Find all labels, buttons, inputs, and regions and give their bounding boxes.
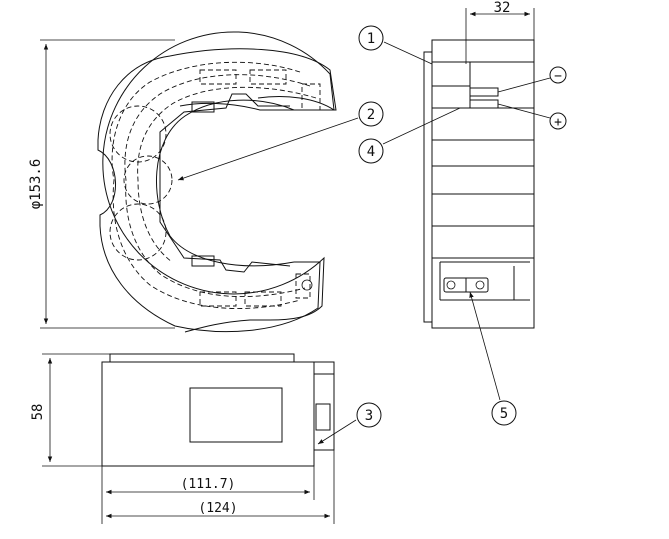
callout-1: 1 bbox=[358, 25, 384, 51]
inner-width-label: (111.7) bbox=[181, 477, 236, 492]
depth-dimension: 32 bbox=[465, 0, 535, 64]
callout-5: 5 bbox=[491, 400, 517, 426]
front-view-outer-outline bbox=[102, 31, 335, 333]
height-dimension: 58 bbox=[30, 353, 110, 467]
callout-2: 2 bbox=[358, 101, 384, 127]
minus-terminal-symbol: − bbox=[549, 66, 567, 84]
plus-symbol-label: + bbox=[554, 115, 562, 130]
callout-2-label: 2 bbox=[367, 107, 375, 123]
callout-4-label: 4 bbox=[367, 144, 375, 160]
diameter-label: φ153.6 bbox=[28, 159, 44, 210]
minus-symbol-label: − bbox=[554, 69, 562, 84]
front-view-inner-edge bbox=[156, 99, 295, 267]
terminal-pin-plus bbox=[469, 99, 499, 109]
callout-5-label: 5 bbox=[500, 406, 508, 422]
outer-width-label: (124) bbox=[198, 501, 237, 516]
front-view-internal-wiring bbox=[111, 61, 301, 309]
callout-3-label: 3 bbox=[365, 408, 373, 424]
callout-3: 3 bbox=[356, 402, 382, 428]
callout-1-label: 1 bbox=[367, 31, 375, 47]
front-view-inner-opening bbox=[159, 93, 291, 273]
bottom-view bbox=[101, 353, 335, 467]
callout-4: 4 bbox=[358, 138, 384, 164]
depth-label: 32 bbox=[494, 0, 511, 16]
plus-terminal-symbol: + bbox=[549, 112, 567, 130]
width-dimensions: (111.7) (124) bbox=[101, 450, 335, 524]
callout-leaders bbox=[177, 41, 551, 445]
terminal-pin-minus bbox=[469, 87, 499, 97]
height-label: 58 bbox=[30, 404, 46, 421]
bottom-view-window bbox=[189, 387, 283, 443]
diameter-dimension: φ153.6 bbox=[28, 39, 175, 329]
side-view bbox=[423, 39, 535, 329]
front-view-outer-curve bbox=[257, 96, 335, 111]
front-view bbox=[97, 31, 337, 333]
